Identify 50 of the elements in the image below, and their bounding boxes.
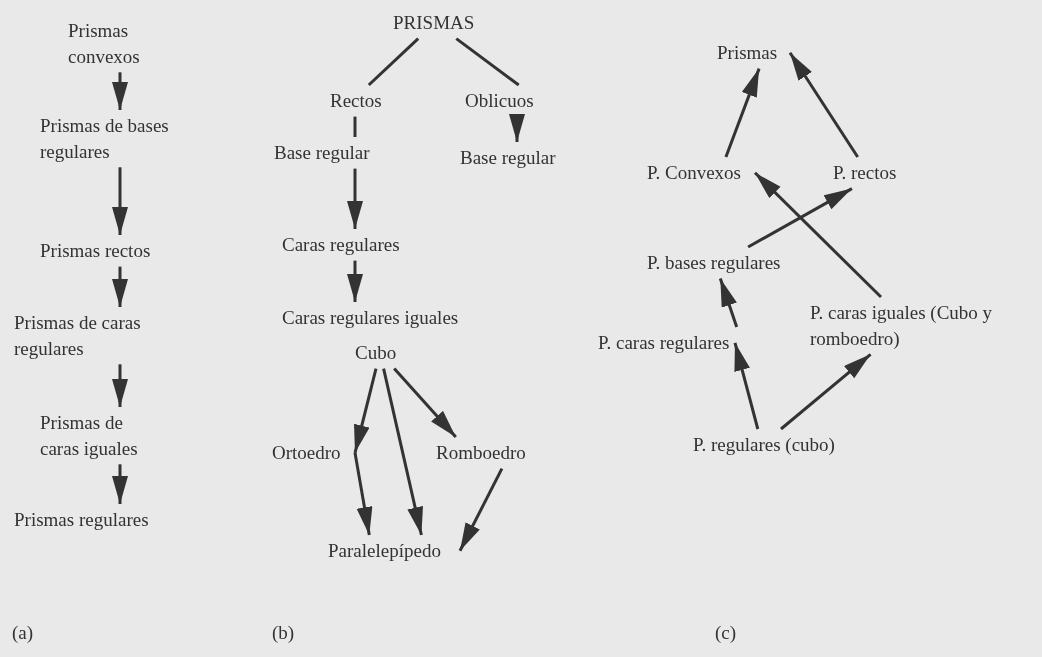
arrow [112, 72, 128, 110]
node-label: Prismas rectos [40, 239, 151, 263]
arrow [112, 464, 128, 504]
arrow [347, 260, 363, 302]
node-label: Base regular [460, 146, 556, 170]
node-label: P. caras iguales (Cubo y romboedro) [810, 301, 994, 351]
node-label: Cubo [355, 341, 397, 365]
panel-label: (c) [715, 622, 737, 644]
node-label: Prismas convexos [68, 19, 141, 69]
arrow [112, 364, 128, 407]
arrow [747, 187, 853, 249]
node-label: Rectos [330, 89, 382, 113]
node-label: Base regular [274, 141, 370, 165]
arrow [112, 266, 128, 307]
arrow [718, 278, 739, 328]
arrow [353, 368, 378, 454]
arrow [733, 342, 760, 430]
panel-label: (a) [12, 622, 34, 644]
panel-label: (b) [272, 622, 295, 644]
arrow [724, 68, 761, 158]
node-label: Prismas de caras iguales [40, 411, 139, 461]
node-label: Caras regulares [282, 233, 400, 257]
arrow [788, 52, 859, 158]
arrow [753, 171, 883, 299]
node-label: P. caras regulares [598, 331, 730, 355]
node-label: Prismas de bases regulares [40, 114, 170, 164]
node-label: P. bases regulares [647, 251, 781, 275]
node-label: Prismas regulares [14, 508, 149, 532]
arrow [347, 168, 363, 229]
node-label: Paralelepípedo [328, 539, 441, 563]
connector-line [367, 37, 420, 87]
node-label: Prismas de caras regulares [14, 311, 142, 361]
arrow [458, 467, 504, 552]
arrow [353, 452, 373, 536]
arrow [112, 167, 128, 235]
node-label: Prismas [717, 41, 778, 65]
node-label: Romboedro [436, 441, 526, 465]
arrow [509, 114, 525, 142]
node-label: P. rectos [833, 161, 897, 185]
arrow [780, 353, 872, 431]
arrow [382, 368, 423, 536]
arrow [393, 367, 457, 438]
node-label: PRISMAS [393, 11, 475, 35]
node-label: Caras regulares iguales [282, 306, 459, 330]
node-label: P. regulares (cubo) [693, 433, 835, 457]
node-label: Ortoedro [272, 441, 341, 465]
node-label: Oblicuos [465, 89, 534, 113]
connector-line [353, 116, 357, 137]
node-label: P. Convexos [647, 161, 741, 185]
connector-line [455, 37, 520, 87]
